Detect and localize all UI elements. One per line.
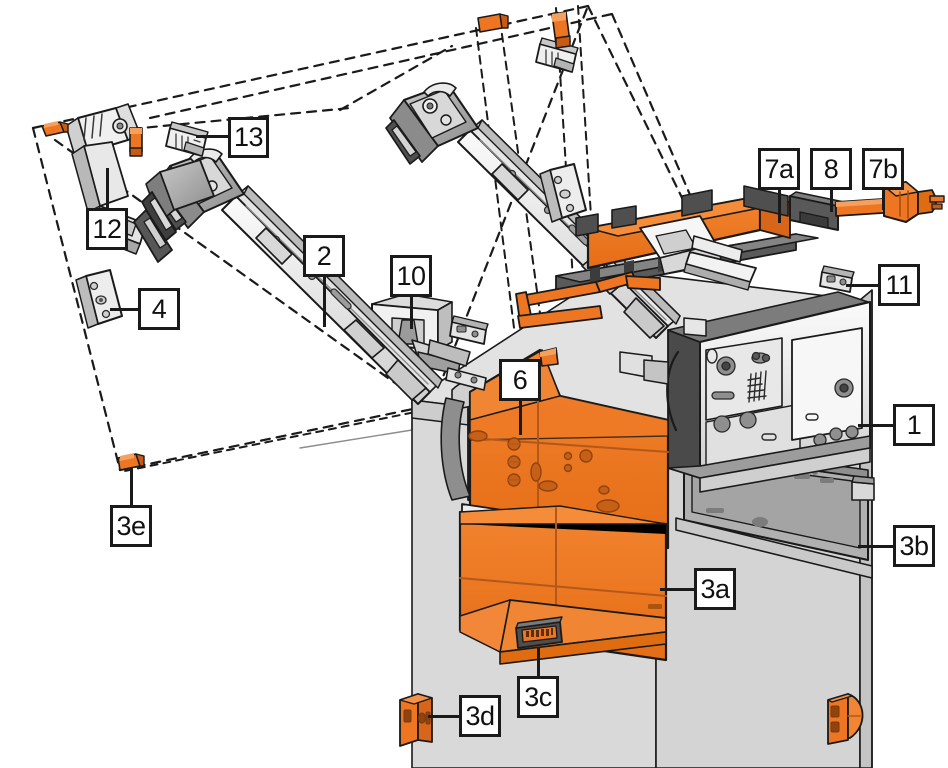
callout-11[interactable]: 11 <box>878 264 920 306</box>
leader-line-3c <box>537 647 540 677</box>
leader-line-3b <box>858 545 894 548</box>
leader-line-11 <box>846 284 879 287</box>
leader-line-3d <box>428 715 460 718</box>
leader-line-12 <box>106 168 109 209</box>
callout-3b[interactable]: 3b <box>893 525 935 567</box>
callout-12[interactable]: 12 <box>86 208 128 250</box>
callout-10[interactable]: 10 <box>390 255 432 297</box>
callout-3d[interactable]: 3d <box>459 695 501 737</box>
callout-4[interactable]: 4 <box>138 288 180 330</box>
leader-line-7a <box>778 190 781 223</box>
leader-line-13 <box>196 135 229 138</box>
callout-3a[interactable]: 3a <box>694 568 736 610</box>
callout-8[interactable]: 8 <box>810 148 852 190</box>
leader-line-10 <box>410 297 413 329</box>
callout-1[interactable]: 1 <box>893 404 935 446</box>
callout-3c[interactable]: 3c <box>517 676 559 718</box>
leader-line-1 <box>858 424 894 427</box>
callout-3e[interactable]: 3e <box>110 505 152 547</box>
callout-7b[interactable]: 7b <box>862 148 904 190</box>
leader-line-6 <box>519 401 522 435</box>
leader-line-7b <box>882 190 885 210</box>
leader-line-3e <box>130 467 133 506</box>
leader-line-4 <box>110 308 139 311</box>
callout-2[interactable]: 2 <box>303 235 345 277</box>
leader-line-8 <box>830 190 833 212</box>
callout-13[interactable]: 13 <box>228 117 269 158</box>
callout-6[interactable]: 6 <box>499 359 541 401</box>
callout-7a[interactable]: 7a <box>758 148 800 190</box>
leader-line-3a <box>660 588 695 591</box>
leader-line-2 <box>323 277 326 327</box>
